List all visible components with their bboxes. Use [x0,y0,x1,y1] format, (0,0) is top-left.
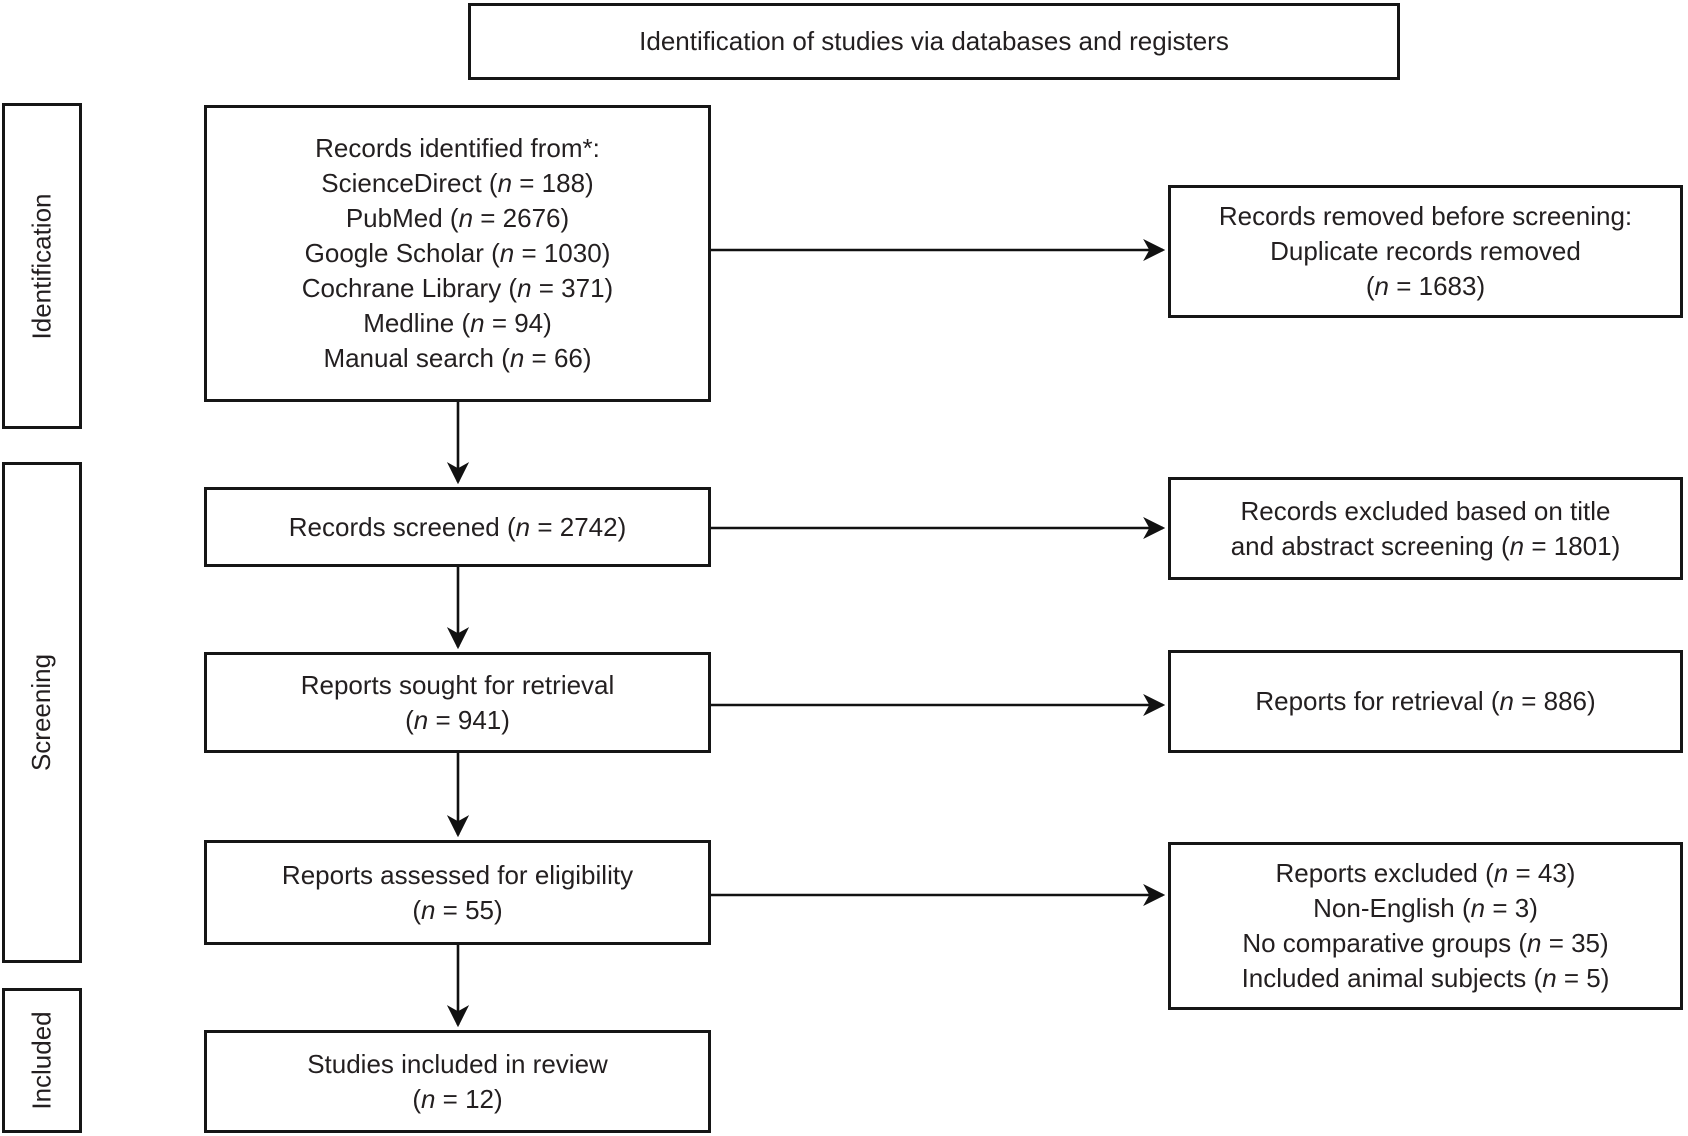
diagram-title: Identification of studies via databases … [639,26,1229,56]
box-reports-sought: Reports sought for retrieval (n = 941) [204,652,711,753]
box-line: Records removed before screening: [1218,201,1633,231]
box-line: (n = 1683) [1365,271,1486,301]
box-records-excluded: Records excluded based on title and abst… [1168,477,1683,580]
stage-label-text: Identification [26,193,57,339]
box-line: Duplicate records removed [1270,236,1581,266]
box-line: Records excluded based on title [1240,495,1611,526]
box-reports-assessed: Reports assessed for eligibility (n = 55… [204,840,711,945]
box-line: (n = 941) [405,704,510,735]
box-line: (n = 12) [412,1083,503,1114]
box-line: Non-English (n = 3) [1313,893,1538,923]
box-line: Reports sought for retrieval [300,669,615,700]
box-reports-for-retrieval: Reports for retrieval (n = 886) [1168,650,1683,753]
box-line: and abstract screening (n = 1801) [1230,530,1621,561]
stage-label-included: Included [2,988,82,1133]
box-line: ScienceDirect (n = 188) [321,168,594,198]
box-line: Google Scholar (n = 1030) [304,238,611,268]
box-line: Records screened (n = 2742) [288,511,627,542]
box-line: Records identified from*: [315,133,600,163]
box-line: (n = 55) [412,894,503,925]
box-line: Reports for retrieval (n = 886) [1255,686,1596,716]
box-studies-included: Studies included in review (n = 12) [204,1030,711,1133]
box-reports-excluded: Reports excluded (n = 43) Non-English (n… [1168,842,1683,1010]
box-line: Medline (n = 94) [363,308,552,338]
diagram-title-box: Identification of studies via databases … [468,3,1400,80]
stage-label-text: Included [26,1011,57,1110]
stage-label-screening: Screening [2,462,82,963]
box-records-screened: Records screened (n = 2742) [204,487,711,567]
stage-label-text: Screening [26,653,57,772]
box-line: Included animal subjects (n = 5) [1241,963,1610,993]
stage-label-identification: Identification [2,103,82,429]
box-line: No comparative groups (n = 35) [1242,928,1609,958]
box-line: Reports excluded (n = 43) [1275,858,1576,888]
box-records-identified: Records identified from*: ScienceDirect … [204,105,711,402]
box-line: Reports assessed for eligibility [281,859,634,890]
box-records-removed: Records removed before screening: Duplic… [1168,185,1683,318]
box-line: Studies included in review [307,1048,608,1079]
box-line: Manual search (n = 66) [323,343,592,373]
box-line: PubMed (n = 2676) [345,203,570,233]
box-line: Cochrane Library (n = 371) [301,273,614,303]
